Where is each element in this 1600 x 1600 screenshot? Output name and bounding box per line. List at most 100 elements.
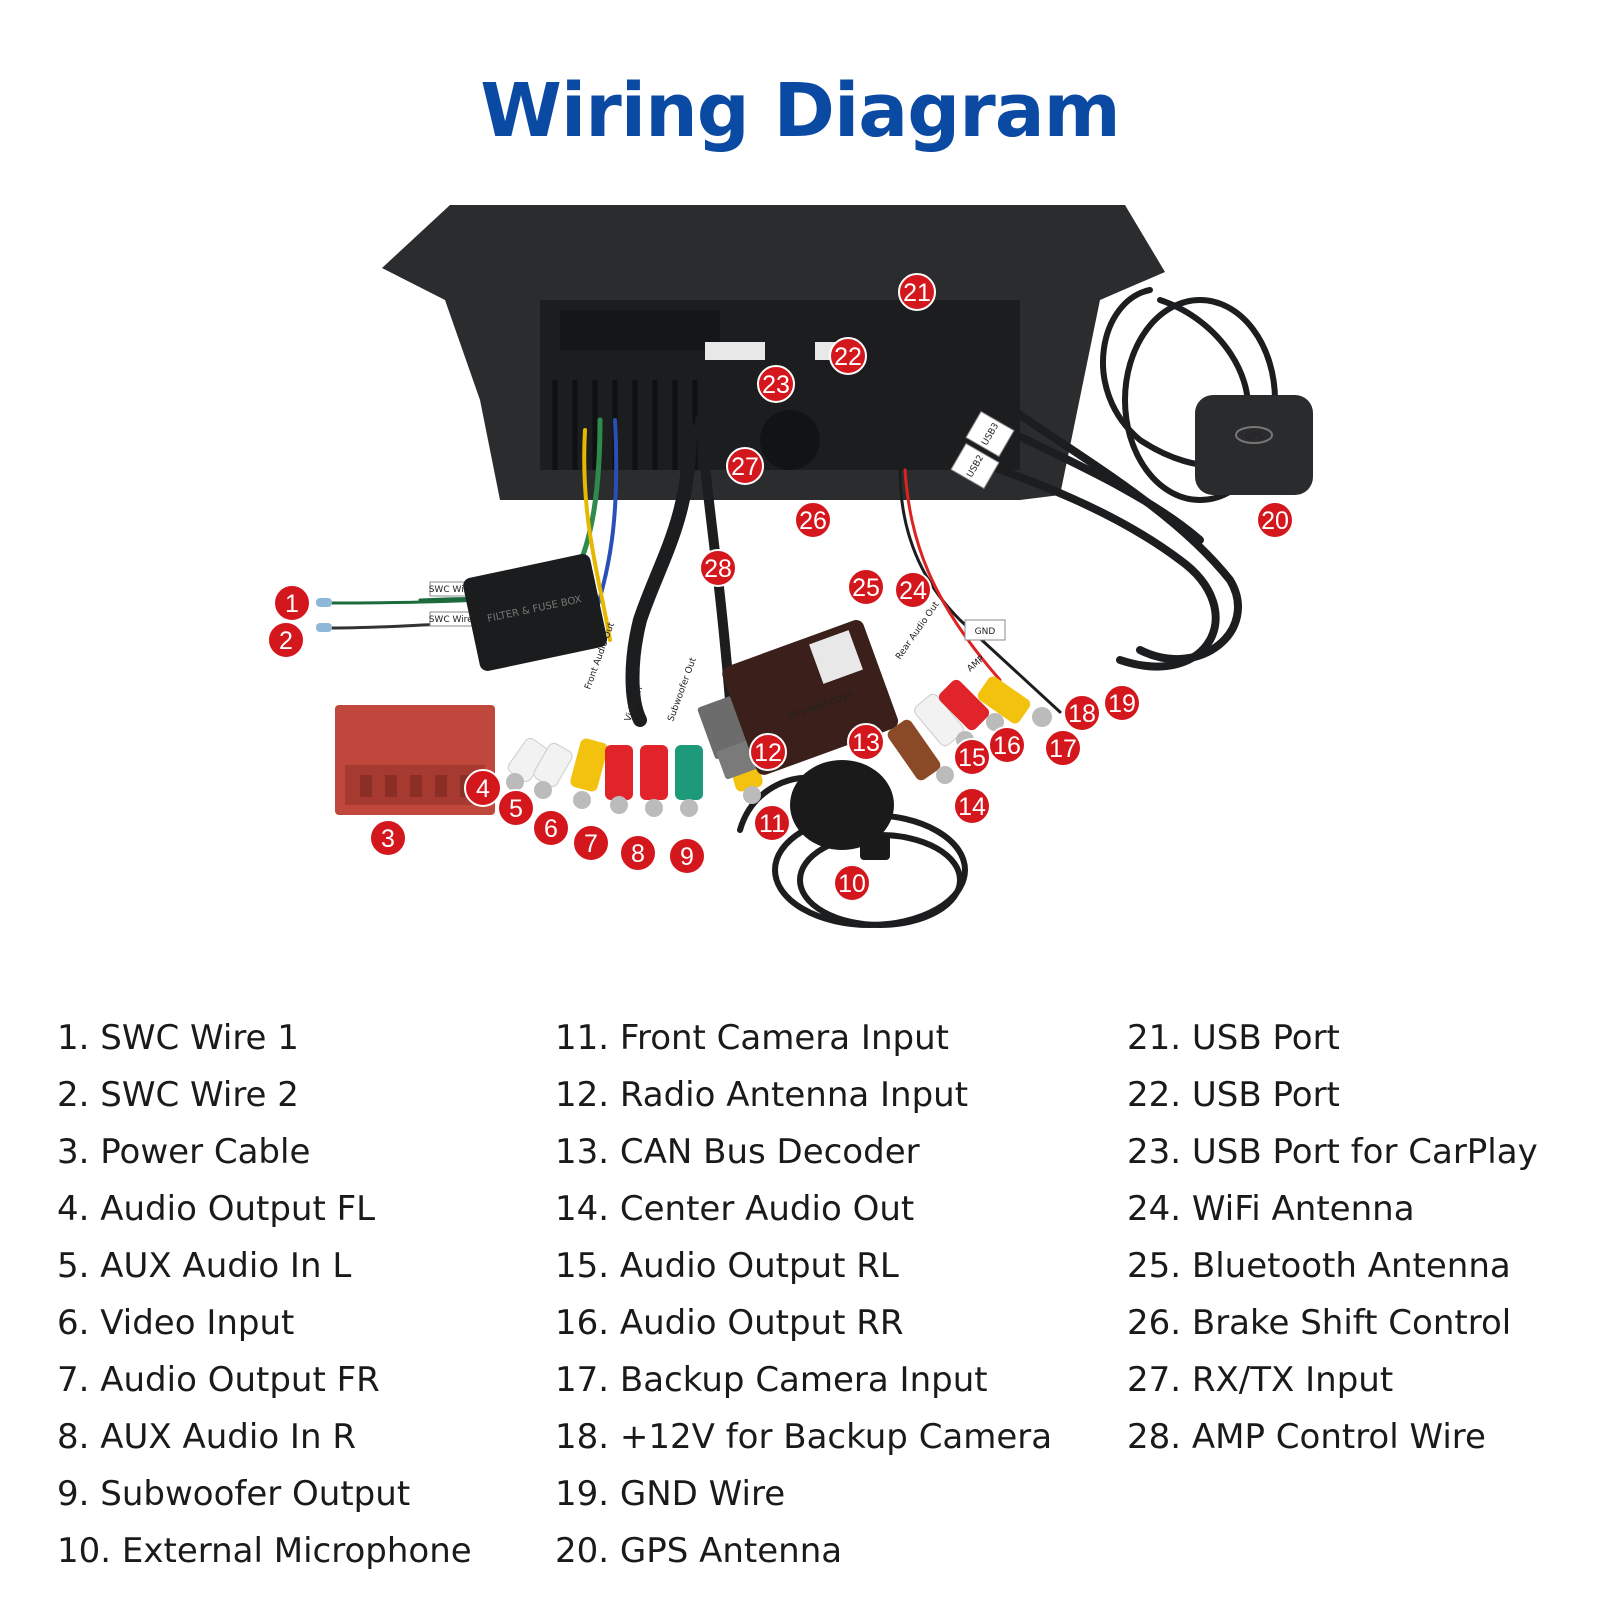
legend-item: 16. Audio Output RR xyxy=(555,1303,904,1343)
badge-21: 21 xyxy=(898,273,936,311)
legend-item: 3. Power Cable xyxy=(57,1132,311,1172)
badge-11: 11 xyxy=(753,804,791,842)
legend-item: 14. Center Audio Out xyxy=(555,1189,915,1229)
svg-text:27: 27 xyxy=(731,453,759,481)
rca-plug-red-3 xyxy=(938,679,1004,731)
svg-text:18: 18 xyxy=(1068,700,1096,728)
legend-item: 15. Audio Output RL xyxy=(555,1246,899,1286)
svg-text:2: 2 xyxy=(279,627,293,655)
svg-text:16: 16 xyxy=(993,732,1021,760)
svg-text:SWC Wire 2: SWC Wire 2 xyxy=(429,585,482,595)
rca-plug-white-2 xyxy=(533,742,573,799)
badge-13: 13 xyxy=(847,723,885,761)
legend-item: 10. External Microphone xyxy=(57,1531,472,1571)
legend-column-3: 21. USB Port 22. USB Port 23. USB Port f… xyxy=(1127,1010,1538,1466)
badge-22: 22 xyxy=(829,337,867,375)
svg-text:13: 13 xyxy=(852,729,880,757)
badge-27: 27 xyxy=(726,447,764,485)
wiring-diagram: USB3 USB2 GND SWC Wire 2 SWC Wire 1 FILT… xyxy=(267,205,1313,928)
legend-item: 26. Brake Shift Control xyxy=(1127,1303,1512,1343)
badge-2: 2 xyxy=(267,621,305,659)
svg-text:22: 22 xyxy=(834,343,862,371)
svg-text:28: 28 xyxy=(704,555,732,583)
badge-19: 19 xyxy=(1103,684,1141,722)
legend-item: 25. Bluetooth Antenna xyxy=(1127,1246,1511,1286)
badge-18: 18 xyxy=(1063,694,1101,732)
svg-text:24: 24 xyxy=(899,577,927,605)
legend-item: 20. GPS Antenna xyxy=(555,1531,843,1571)
rca-plug-red-2 xyxy=(640,745,668,817)
svg-text:Rear Audio Out: Rear Audio Out xyxy=(894,600,942,662)
filter-fuse-box: FILTER & FUSE BOX xyxy=(463,554,608,671)
callout-badges: 1 2 3 4 5 6 7 8 9 10 11 12 13 14 15 16 1… xyxy=(267,273,1294,902)
page-title: Wiring Diagram xyxy=(480,68,1121,154)
legend-item: 5. AUX Audio In L xyxy=(57,1246,352,1286)
legend-item: 24. WiFi Antenna xyxy=(1127,1189,1415,1229)
gps-antenna: GPS xyxy=(1195,395,1313,495)
badge-25: 25 xyxy=(847,568,885,606)
legend-item: 18. +12V for Backup Camera xyxy=(555,1417,1053,1457)
badge-23: 23 xyxy=(757,365,795,403)
svg-text:9: 9 xyxy=(680,843,694,871)
rca-plug-yellow xyxy=(570,738,608,809)
svg-text:8: 8 xyxy=(631,840,645,868)
svg-text:25: 25 xyxy=(852,574,880,602)
badge-5: 5 xyxy=(497,789,535,827)
svg-text:20: 20 xyxy=(1261,507,1289,535)
legend-item: 8. AUX Audio In R xyxy=(57,1417,356,1457)
usb3-tag: USB3 xyxy=(965,410,1015,458)
svg-text:19: 19 xyxy=(1108,690,1136,718)
svg-text:11: 11 xyxy=(759,810,785,838)
rca-plug-brown xyxy=(887,719,954,784)
badge-16: 16 xyxy=(988,726,1026,764)
legend-item: 7. Audio Output FR xyxy=(57,1360,380,1400)
legend-item: 13. CAN Bus Decoder xyxy=(555,1132,920,1172)
legend-item: 11. Front Camera Input xyxy=(555,1018,949,1058)
badge-1: 1 xyxy=(273,584,311,622)
badge-6: 6 xyxy=(532,809,570,847)
svg-text:3: 3 xyxy=(381,825,395,853)
legend-item: 28. AMP Control Wire xyxy=(1127,1417,1486,1457)
badge-17: 17 xyxy=(1044,729,1082,767)
svg-text:5: 5 xyxy=(509,795,523,823)
badge-3: 3 xyxy=(369,819,407,857)
legend-item: 1. SWC Wire 1 xyxy=(57,1018,299,1058)
svg-text:17: 17 xyxy=(1049,735,1077,763)
legend-column-1: 1. SWC Wire 1 2. SWC Wire 2 3. Power Cab… xyxy=(57,1010,472,1580)
badge-24: 24 xyxy=(894,571,932,609)
svg-text:7: 7 xyxy=(584,830,598,858)
badge-26: 26 xyxy=(794,501,832,539)
badge-9: 9 xyxy=(668,837,706,875)
legend-item: 21. USB Port xyxy=(1127,1018,1340,1058)
power-plug xyxy=(335,705,495,815)
svg-text:GPS: GPS xyxy=(1245,432,1263,442)
svg-text:26: 26 xyxy=(799,507,827,535)
svg-text:4: 4 xyxy=(476,775,490,803)
rca-plug-white-1 xyxy=(506,738,549,791)
badge-12: 12 xyxy=(749,733,787,771)
badge-20: 20 xyxy=(1256,501,1294,539)
badge-8: 8 xyxy=(619,834,657,872)
badge-4: 4 xyxy=(464,769,502,807)
legend-item: 27. RX/TX Input xyxy=(1127,1360,1394,1400)
legend-item: 2. SWC Wire 2 xyxy=(57,1075,299,1115)
gnd-tag: GND xyxy=(964,619,1006,641)
svg-text:14: 14 xyxy=(958,793,986,821)
legend-item: 6. Video Input xyxy=(57,1303,295,1343)
svg-text:SWC Wire 1: SWC Wire 1 xyxy=(429,615,482,625)
legend-item: 19. GND Wire xyxy=(555,1474,786,1514)
svg-text:Subwoofer Out: Subwoofer Out xyxy=(666,656,699,723)
legend-column-2: 11. Front Camera Input 12. Radio Antenna… xyxy=(555,1010,1052,1580)
rca-plug-yellow-2 xyxy=(977,676,1052,727)
svg-text:21: 21 xyxy=(903,279,931,307)
legend-item: 23. USB Port for CarPlay xyxy=(1127,1132,1538,1172)
svg-text:GND: GND xyxy=(975,627,996,637)
badge-7: 7 xyxy=(572,824,610,862)
badge-15: 15 xyxy=(953,738,991,776)
usb2-tag: USB2 xyxy=(950,442,1000,490)
badge-10: 10 xyxy=(833,864,871,902)
svg-text:23: 23 xyxy=(762,371,790,399)
svg-text:1: 1 xyxy=(285,590,299,618)
head-unit xyxy=(382,205,1165,500)
svg-text:AMP: AMP xyxy=(966,654,988,674)
